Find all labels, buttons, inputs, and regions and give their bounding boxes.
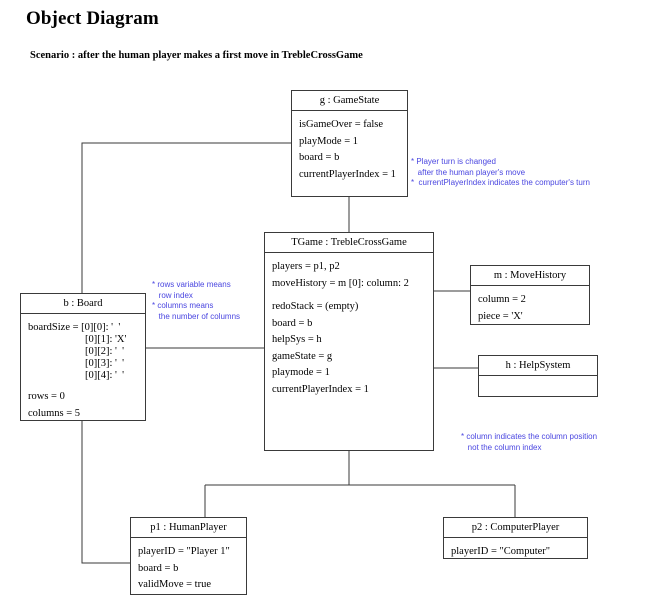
- attribute-row: playmode = 1: [272, 367, 330, 378]
- attribute-row: currentPlayerIndex = 1: [272, 383, 369, 395]
- object-header-movehistory: m : MoveHistory: [471, 266, 589, 286]
- boardsize-cell: [0][4]: ' ': [85, 370, 125, 381]
- object-header-helpsystem: h : HelpSystem: [479, 356, 597, 376]
- attribute-boardsize: boardSize = [0][0]: ' '[0][1]: 'X'[0][2]…: [28, 320, 138, 384]
- object-header-board: b : Board: [21, 294, 145, 314]
- attribute-row: column = 2: [478, 294, 526, 305]
- boardsize-label: boardSize =: [28, 322, 82, 333]
- object-box-gamestate[interactable]: g : GameState isGameOver = false playMod…: [291, 90, 408, 197]
- attribute-row: players = p1, p2: [272, 261, 340, 272]
- object-box-tgame[interactable]: TGame : TrebleCrossGame players = p1, p2…: [264, 232, 434, 451]
- attribute-row: validMove = true: [138, 579, 211, 590]
- attribute-row: piece = 'X': [478, 310, 523, 322]
- note-column-position: * column indicates the column position n…: [461, 432, 598, 452]
- attribute-row: board = b: [299, 152, 340, 163]
- object-box-humanplayer[interactable]: p1 : HumanPlayer playerID = "Player 1" b…: [130, 517, 247, 595]
- object-body-computerplayer: playerID = "Computer": [444, 538, 587, 567]
- object-header-humanplayer: p1 : HumanPlayer: [131, 518, 246, 538]
- attribute-row: playerID = "Player 1": [138, 546, 230, 557]
- attribute-row-blank: [272, 292, 426, 299]
- attribute-row: columns = 5: [28, 407, 81, 419]
- attribute-row: playerID = "Computer": [451, 546, 551, 557]
- attribute-row: board = b: [272, 317, 313, 329]
- attribute-row: playMode = 1: [299, 135, 358, 147]
- attribute-row: rows = 0: [28, 391, 65, 402]
- boardsize-cell: [0][1]: 'X': [85, 334, 127, 345]
- attribute-row: gameState = g: [272, 350, 333, 362]
- object-box-movehistory[interactable]: m : MoveHistory column = 2 piece = 'X': [470, 265, 590, 325]
- attribute-row: board = b: [138, 562, 179, 574]
- object-header-gamestate: g : GameState: [292, 91, 407, 111]
- object-body-gamestate: isGameOver = false playMode = 1 board = …: [292, 111, 407, 189]
- object-box-helpsystem[interactable]: h : HelpSystem: [478, 355, 598, 397]
- note-player-turn: * Player turn is changed after the human…: [411, 157, 590, 187]
- attribute-row: isGameOver = false: [299, 119, 384, 130]
- attribute-row: helpSys = h: [272, 334, 322, 345]
- attribute-row: moveHistory = m [0]: column: 2: [272, 277, 409, 289]
- object-body-humanplayer: playerID = "Player 1" board = b validMov…: [131, 538, 246, 600]
- boardsize-cell: [0][3]: ' ': [85, 358, 125, 369]
- object-box-computerplayer[interactable]: p2 : ComputerPlayer playerID = "Computer…: [443, 517, 588, 559]
- object-box-board[interactable]: b : Board boardSize = [0][0]: ' '[0][1]:…: [20, 293, 146, 421]
- object-header-computerplayer: p2 : ComputerPlayer: [444, 518, 587, 538]
- page-subtitle: Scenario : after the human player makes …: [30, 50, 363, 61]
- attribute-row: redoStack = (empty): [272, 301, 359, 312]
- object-body-movehistory: column = 2 piece = 'X': [471, 286, 589, 331]
- attribute-row: currentPlayerIndex = 1: [299, 168, 396, 180]
- boardsize-cell: [0][2]: ' ': [85, 346, 125, 357]
- object-header-tgame: TGame : TrebleCrossGame: [265, 233, 433, 253]
- note-rows-columns: * rows variable means row index * column…: [152, 280, 241, 321]
- boardsize-cell: [0][0]: ' ': [81, 322, 121, 333]
- object-body-tgame: players = p1, p2 moveHistory = m [0]: co…: [265, 253, 433, 404]
- page-title: Object Diagram: [26, 8, 159, 29]
- object-body-helpsystem: [479, 376, 597, 406]
- object-body-board: boardSize = [0][0]: ' '[0][1]: 'X'[0][2]…: [21, 314, 145, 428]
